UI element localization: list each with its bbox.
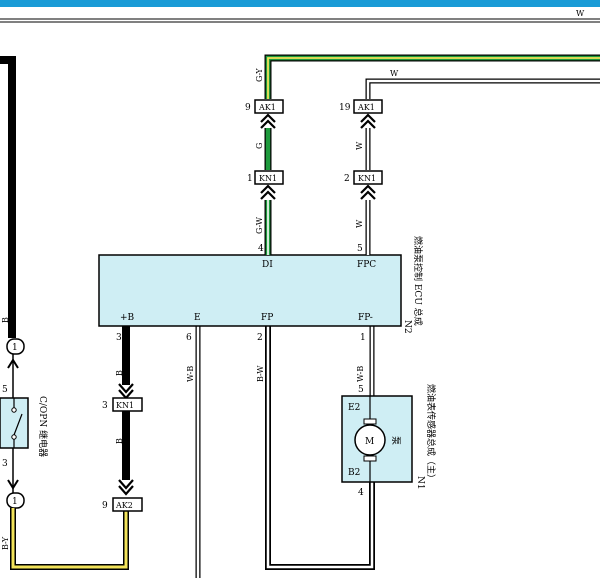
wire-label-b-left: B — [1, 317, 10, 323]
by-wire-outline — [10, 508, 129, 570]
conn-ak2 — [112, 497, 143, 512]
ecu-code: N2 — [402, 320, 412, 334]
wire-label-wb-e: W-B — [186, 366, 195, 382]
pump-term-bottom: B2 — [348, 468, 360, 478]
conn-kn1-left-name: KN1 — [259, 174, 277, 183]
ak2-arrow-icon — [118, 479, 134, 496]
w-wire-top-outline — [365, 78, 600, 99]
relay-splice-top — [6, 338, 25, 355]
fp-wire-fill — [266, 326, 374, 569]
conn-kn1-left-pin: 1 — [247, 174, 253, 184]
ecu-term-di: DI — [262, 260, 273, 270]
ecu-term-fpc: FPC — [357, 260, 376, 270]
conn-kn1-right-name: KN1 — [358, 174, 376, 183]
gy-wire-yellow — [267, 57, 600, 99]
conn-kn1-right-pin: 2 — [344, 174, 350, 184]
conn-kn1-left — [254, 170, 284, 185]
conn-kn1-bottom-name: KN1 — [116, 401, 134, 410]
conn-ak1-right-pin: 19 — [339, 103, 351, 113]
conn-ak1-right-name: AK1 — [357, 103, 375, 112]
ecu-pin-fpm: 1 — [360, 333, 366, 343]
wire-label-gy: G-Y — [255, 68, 264, 82]
motor-brush-bottom — [363, 455, 377, 462]
wire-label-g: G — [255, 143, 264, 149]
conn-ak2-pin: 9 — [102, 501, 108, 511]
motor-symbol: M — [365, 437, 374, 447]
header-bar — [0, 0, 600, 7]
pump-code: N1 — [415, 476, 425, 490]
ecu-term-e: E — [194, 313, 201, 323]
ecu-pin-fpc: 5 — [357, 244, 363, 254]
kn1-bottom-arrow-icon — [118, 383, 134, 400]
ecu-box — [98, 254, 402, 327]
relay-splice-top-label: 1 — [12, 343, 18, 353]
ak1-right-arrow-icon — [360, 113, 376, 129]
ecu-pin-di: 4 — [258, 244, 264, 254]
relay-feed-wire — [0, 56, 16, 338]
ecu-term-b: +B — [120, 313, 135, 323]
ecu-pin-b: 3 — [116, 333, 122, 343]
conn-ak1-left-name: AK1 — [258, 103, 276, 112]
wire-label-by: B-Y — [1, 536, 10, 550]
conn-ak2-name: AK2 — [115, 501, 133, 510]
wire-label-w-top: W — [390, 69, 399, 78]
ecu-name: 燃油泵控制 ECU 总成 — [412, 236, 424, 326]
ecu-pin-e: 6 — [186, 333, 192, 343]
motor-icon — [354, 424, 386, 456]
pump-term-top: E2 — [348, 403, 360, 413]
ak1-left-arrow-icon — [260, 113, 276, 129]
conn-kn1-bottom-pin: 3 — [102, 401, 108, 411]
relay-switch-contact-top — [11, 407, 17, 413]
relay-splice-bottom-label: 1 — [12, 497, 18, 507]
conn-ak1-left — [254, 99, 284, 114]
wire-label-b-mid1: B — [115, 370, 124, 376]
conn-ak1-left-pin: 9 — [245, 103, 251, 113]
wire-label-bw-fp: B-W — [256, 365, 265, 382]
wire-label-w-low: W — [355, 219, 364, 228]
relay-name: C/OPN 继电器 — [37, 396, 49, 457]
ecu-pin-fp: 2 — [257, 333, 263, 343]
pump-pin-bottom: 4 — [358, 488, 364, 498]
w-wire-top-fill — [366, 79, 600, 99]
ecu-term-fp: FP — [261, 313, 273, 323]
pump-pin-top: 5 — [358, 385, 364, 395]
wire-label-gw: G-W — [255, 216, 264, 234]
relay-arrow-down-icon — [7, 479, 19, 490]
relay-pin-bottom: 3 — [2, 459, 8, 469]
relay-switch-contact-bottom — [11, 434, 17, 440]
conn-ak1-right — [353, 99, 383, 114]
conn-kn1-right — [353, 170, 383, 185]
kn1-right-arrow-icon — [360, 184, 376, 200]
relay-pin-top: 5 — [2, 385, 8, 395]
wire-label-w-mid: W — [355, 141, 364, 150]
motor-brush-top — [363, 418, 377, 425]
pump-name: 燃油表传感器总成（主） — [425, 384, 437, 483]
ecu-term-fpm: FP- — [358, 313, 373, 323]
kn1-left-arrow-icon — [260, 184, 276, 200]
wire-label-b-mid2: B — [115, 438, 124, 444]
corner-wire-label: W — [576, 9, 585, 18]
by-wire-fill — [11, 508, 128, 569]
motor-label: 泵 — [390, 436, 401, 445]
relay-switch-blade — [13, 413, 23, 436]
wire-label-wb-fpm: W-B — [356, 366, 365, 382]
